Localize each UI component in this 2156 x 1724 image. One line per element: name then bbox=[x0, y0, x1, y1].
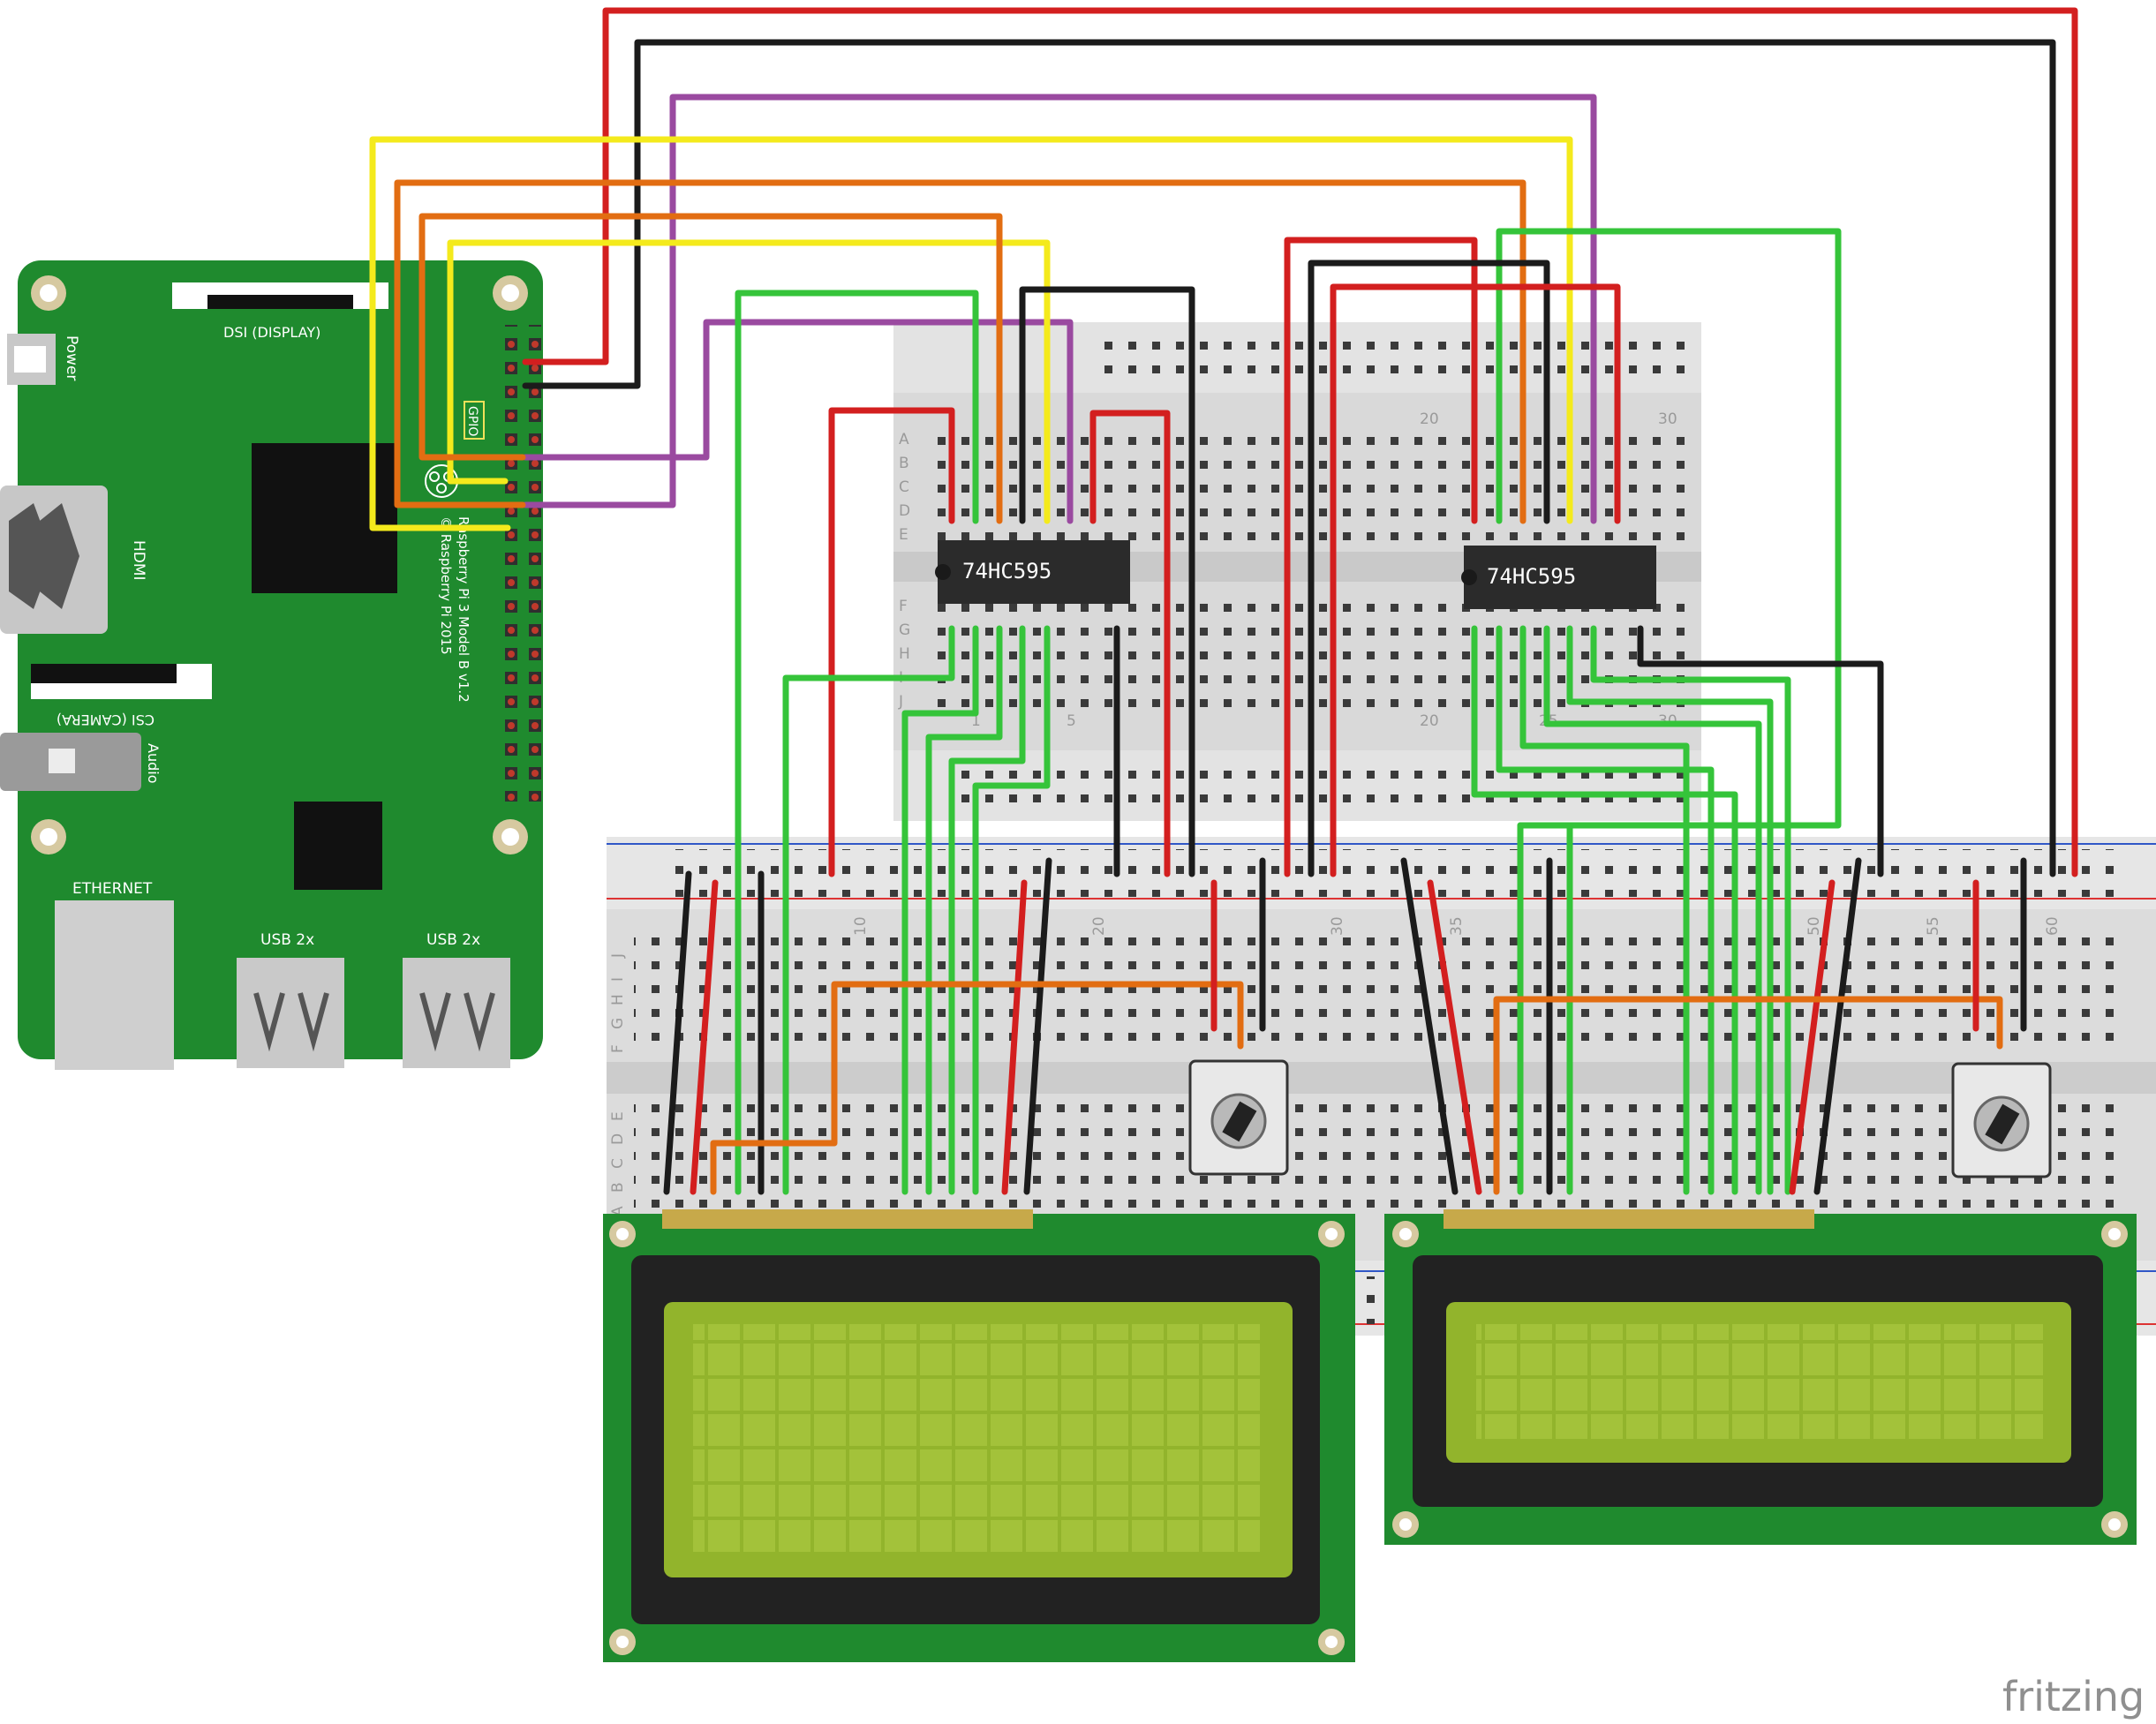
wire-green bbox=[1471, 625, 1738, 1195]
wire-black bbox=[663, 870, 692, 1195]
breadboard-col-number: 30 bbox=[1658, 410, 1677, 428]
breadboard-row-label: C bbox=[609, 1158, 627, 1169]
wire-green bbox=[1590, 625, 1791, 1195]
fritzing-logo: fritzing bbox=[2002, 1673, 2145, 1720]
breadboard-row-label: I bbox=[609, 977, 627, 982]
breadboard-row-label: A bbox=[899, 431, 909, 448]
ethernet-label: ETHERNET bbox=[72, 880, 153, 898]
breadboard-row-label: H bbox=[609, 994, 627, 1005]
wire-green bbox=[1496, 228, 1842, 1195]
hdmi-label: HDMI bbox=[130, 540, 147, 581]
breadboard-row-label: B bbox=[609, 1182, 627, 1193]
chip-label: 74HC595 bbox=[962, 559, 1052, 583]
wire-red bbox=[690, 879, 719, 1195]
breadboard-row-label: C bbox=[899, 478, 909, 496]
chip-label: 74HC595 bbox=[1487, 564, 1576, 589]
breadboard-col-number: 60 bbox=[2044, 916, 2062, 936]
usb-label: USB 2x bbox=[260, 931, 314, 949]
wire-green bbox=[1517, 822, 1573, 1195]
wire-orange bbox=[1493, 996, 2003, 1195]
wire-red bbox=[1427, 879, 1482, 1195]
breadboard-row-label: B bbox=[899, 455, 909, 472]
potentiometer-left bbox=[1188, 1059, 1289, 1176]
dsi-display-label: DSI (DISPLAY) bbox=[223, 324, 320, 341]
breadboard-col-number: 20 bbox=[1420, 410, 1439, 428]
breadboard-col-number: 50 bbox=[1805, 916, 1823, 936]
breadboard-row-label: D bbox=[899, 502, 910, 520]
breadboard-row-label: E bbox=[899, 526, 908, 544]
usb-label: USB 2x bbox=[426, 931, 480, 949]
csi-camera-label: CSI (CAMERA) bbox=[57, 711, 155, 728]
wire-red bbox=[1789, 879, 1836, 1195]
gpio-label: GPIO bbox=[465, 406, 479, 436]
power-label: Power bbox=[63, 335, 80, 380]
wire-orange bbox=[418, 213, 1003, 524]
breadboard-row-label: E bbox=[609, 1111, 627, 1121]
wire-red bbox=[522, 7, 2078, 877]
wire-black bbox=[1637, 625, 1884, 877]
shift-register-chip-right: 74HC595 bbox=[1461, 546, 1656, 609]
breadboard-row-label: F bbox=[899, 598, 908, 615]
breadboard-row-label: D bbox=[609, 1133, 627, 1145]
potentiometer-right bbox=[1951, 1062, 2052, 1178]
model-label: Raspberry Pi 3 Model B v1.2 bbox=[456, 516, 471, 703]
wire-black bbox=[522, 39, 2056, 877]
wire-purple bbox=[522, 94, 1597, 524]
wire-black bbox=[1400, 857, 1459, 1195]
breadboard-col-number: 20 bbox=[1090, 916, 1108, 936]
breadboard-row-label: J bbox=[609, 953, 627, 959]
wire-green bbox=[1543, 625, 1762, 1195]
wire-purple bbox=[522, 319, 1074, 524]
wire-green bbox=[972, 625, 1051, 1195]
breadboard-row-label: G bbox=[609, 1018, 627, 1029]
wire-black bbox=[1813, 857, 1862, 1195]
wire-red bbox=[1330, 283, 1621, 877]
breadboard-col-number: 1 bbox=[971, 712, 981, 730]
wire-yellow bbox=[369, 136, 1573, 531]
wire-green bbox=[782, 625, 955, 1195]
wire-yellow bbox=[447, 239, 1051, 524]
wire-orange bbox=[710, 981, 1244, 1195]
lcd-display-left bbox=[603, 1209, 1355, 1662]
audio-label: Audio bbox=[145, 743, 162, 783]
breadboard-row-label: F bbox=[609, 1044, 627, 1053]
breadboard-row-label: H bbox=[899, 645, 910, 663]
breadboard-row-label: G bbox=[899, 621, 910, 639]
wire-green bbox=[948, 625, 1026, 1195]
wire-orange bbox=[394, 179, 1527, 524]
wire-green bbox=[901, 625, 979, 1195]
raspberry-pi-board: DSI (DISPLAY) Power HDMI CSI (CAMERA) Au… bbox=[0, 260, 543, 1070]
wires bbox=[369, 7, 2078, 1195]
breadboard-col-number: 55 bbox=[1925, 916, 1942, 936]
wire-red bbox=[1089, 410, 1171, 877]
breadboard-col-number: 30 bbox=[1329, 916, 1346, 936]
breadboard-col-number: 5 bbox=[1067, 712, 1076, 730]
wire-black bbox=[1023, 857, 1052, 1195]
breadboard-col-number: 10 bbox=[852, 916, 870, 936]
wire-green bbox=[1496, 625, 1715, 1195]
wire-green bbox=[1519, 625, 1690, 1195]
wire-green bbox=[925, 625, 1003, 1195]
wire-green bbox=[1566, 625, 1774, 1195]
wire-red bbox=[828, 407, 955, 877]
wire-red bbox=[1001, 879, 1028, 1195]
shift-register-chip-left: 74HC595 bbox=[935, 540, 1130, 604]
copyright-label: © Raspberry Pi 2015 bbox=[438, 516, 454, 655]
lcd-display-right bbox=[1384, 1209, 2137, 1545]
breadboard-row-label: J bbox=[898, 693, 903, 711]
wire-green bbox=[735, 290, 979, 1195]
wire-black bbox=[1019, 286, 1195, 877]
breadboard-col-number: 35 bbox=[1448, 916, 1466, 936]
wire-black bbox=[1308, 260, 1550, 877]
breadboard-col-number: 20 bbox=[1420, 712, 1439, 730]
wire-red bbox=[1284, 237, 1478, 877]
